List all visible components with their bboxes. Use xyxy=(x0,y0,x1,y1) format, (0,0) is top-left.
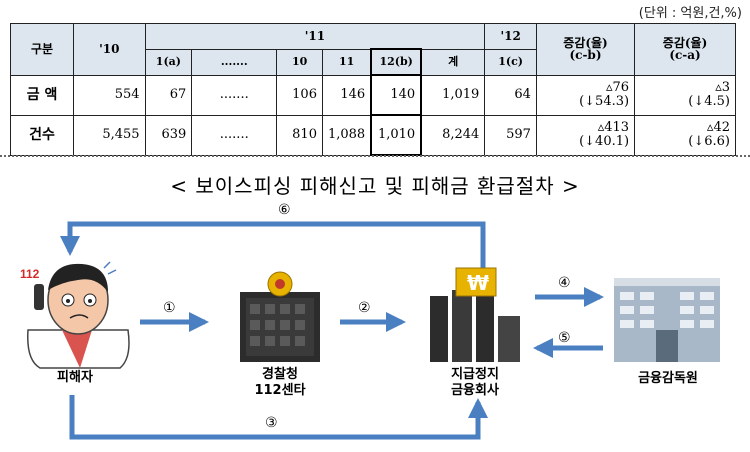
fss-label: 금융감독원 xyxy=(638,371,698,386)
cell-dec-b: 1,010 xyxy=(370,114,423,156)
arrow-6 xyxy=(60,221,486,268)
victim-icon xyxy=(27,261,130,369)
header-change-ca: 증감(율) (c-a) xyxy=(634,23,736,76)
subheader-oct: 10 xyxy=(276,48,323,76)
cell-oct: 810 xyxy=(276,114,323,156)
bank-label: 지급정지 금융회사 xyxy=(425,367,525,399)
diagram-title: < 보이스피싱 피해신고 및 피해금 환급절차 > xyxy=(170,174,580,198)
table-row: 금 액 554 67 ....... 106 146 140 1,019 64 … xyxy=(9,74,736,116)
section-divider xyxy=(0,155,750,157)
police-label: 경찰청 112센타 xyxy=(230,367,330,399)
police-label-line2: 112센타 xyxy=(254,383,306,398)
change-ca-rate: (↓6.6) xyxy=(688,134,730,149)
step-1-label: ① xyxy=(163,300,176,316)
change-cb-amount: ▵413 xyxy=(597,120,630,136)
cell-dec-b: 140 xyxy=(370,74,423,116)
cell-change-cb: ▵76 (↓54.3) xyxy=(535,74,636,116)
cell-total: 1,019 xyxy=(420,74,486,116)
stats-table: 구분 '10 '11 '12 증감(율) (c-b) 증감(율) (c-a) 1… xyxy=(9,23,736,156)
change-ca-amount: ▵3 xyxy=(715,80,730,96)
change-cb-amount: ▵76 xyxy=(605,80,630,96)
header-2010: '10 xyxy=(73,23,146,76)
subheader-dec-b: 12(b) xyxy=(370,48,423,76)
cell-total: 8,244 xyxy=(420,114,486,156)
row-label: 건수 xyxy=(9,114,75,156)
change-ca-rate: (↓4.5) xyxy=(688,94,730,109)
step-6-label: ⑥ xyxy=(278,202,291,218)
cell-dots: ....... xyxy=(191,114,278,156)
police-building-icon xyxy=(240,271,320,362)
header-change-cb: 증감(율) (c-b) xyxy=(535,23,636,76)
cell-change-cb: ▵413 (↓40.1) xyxy=(535,114,636,156)
header-2011: '11 xyxy=(144,23,486,50)
subheader-jan-a: 1(a) xyxy=(144,48,193,76)
subheader-total: 계 xyxy=(420,48,486,76)
cell-nov: 1,088 xyxy=(321,114,372,156)
won-icon: ₩ xyxy=(467,271,489,295)
cell-change-ca: ▵42 (↓6.6) xyxy=(634,114,736,156)
police-label-line1: 경찰청 xyxy=(262,367,298,382)
cell-2010: 5,455 xyxy=(73,114,146,156)
cell-jan-a: 67 xyxy=(144,74,193,116)
bank-label-line2: 금융회사 xyxy=(451,383,499,398)
header-change-cb-formula: (c-b) xyxy=(569,48,602,63)
step-3-label: ③ xyxy=(265,415,278,431)
phone-text: 112 xyxy=(20,267,40,281)
bank-building-icon xyxy=(430,267,520,362)
change-ca-amount: ▵42 xyxy=(706,120,730,136)
step-4-label: ④ xyxy=(558,275,571,291)
change-cb-rate: (↓54.3) xyxy=(579,94,630,109)
cell-oct: 106 xyxy=(276,74,323,116)
header-change-cb-label: 증감(율) xyxy=(563,35,608,50)
cell-jan-a: 639 xyxy=(144,114,193,156)
header-change-ca-label: 증감(율) xyxy=(662,35,708,50)
cell-jan-c: 597 xyxy=(484,114,537,156)
step-2-label: ② xyxy=(358,300,371,316)
change-cb-rate: (↓40.1) xyxy=(579,134,630,149)
victim-label: 피해자 xyxy=(57,370,93,385)
bank-label-line1: 지급정지 xyxy=(451,367,499,382)
subheader-dots: ....... xyxy=(191,48,278,76)
step-5-label: ⑤ xyxy=(558,330,571,346)
subheader-nov: 11 xyxy=(321,48,372,76)
unit-note: (단위 : 억원,건,%) xyxy=(638,6,742,21)
table-row: 건수 5,455 639 ....... 810 1,088 1,010 8,2… xyxy=(9,114,736,156)
arrow-3 xyxy=(69,395,488,440)
header-change-ca-formula: (c-a) xyxy=(669,48,701,63)
fss-building-icon xyxy=(614,278,720,362)
